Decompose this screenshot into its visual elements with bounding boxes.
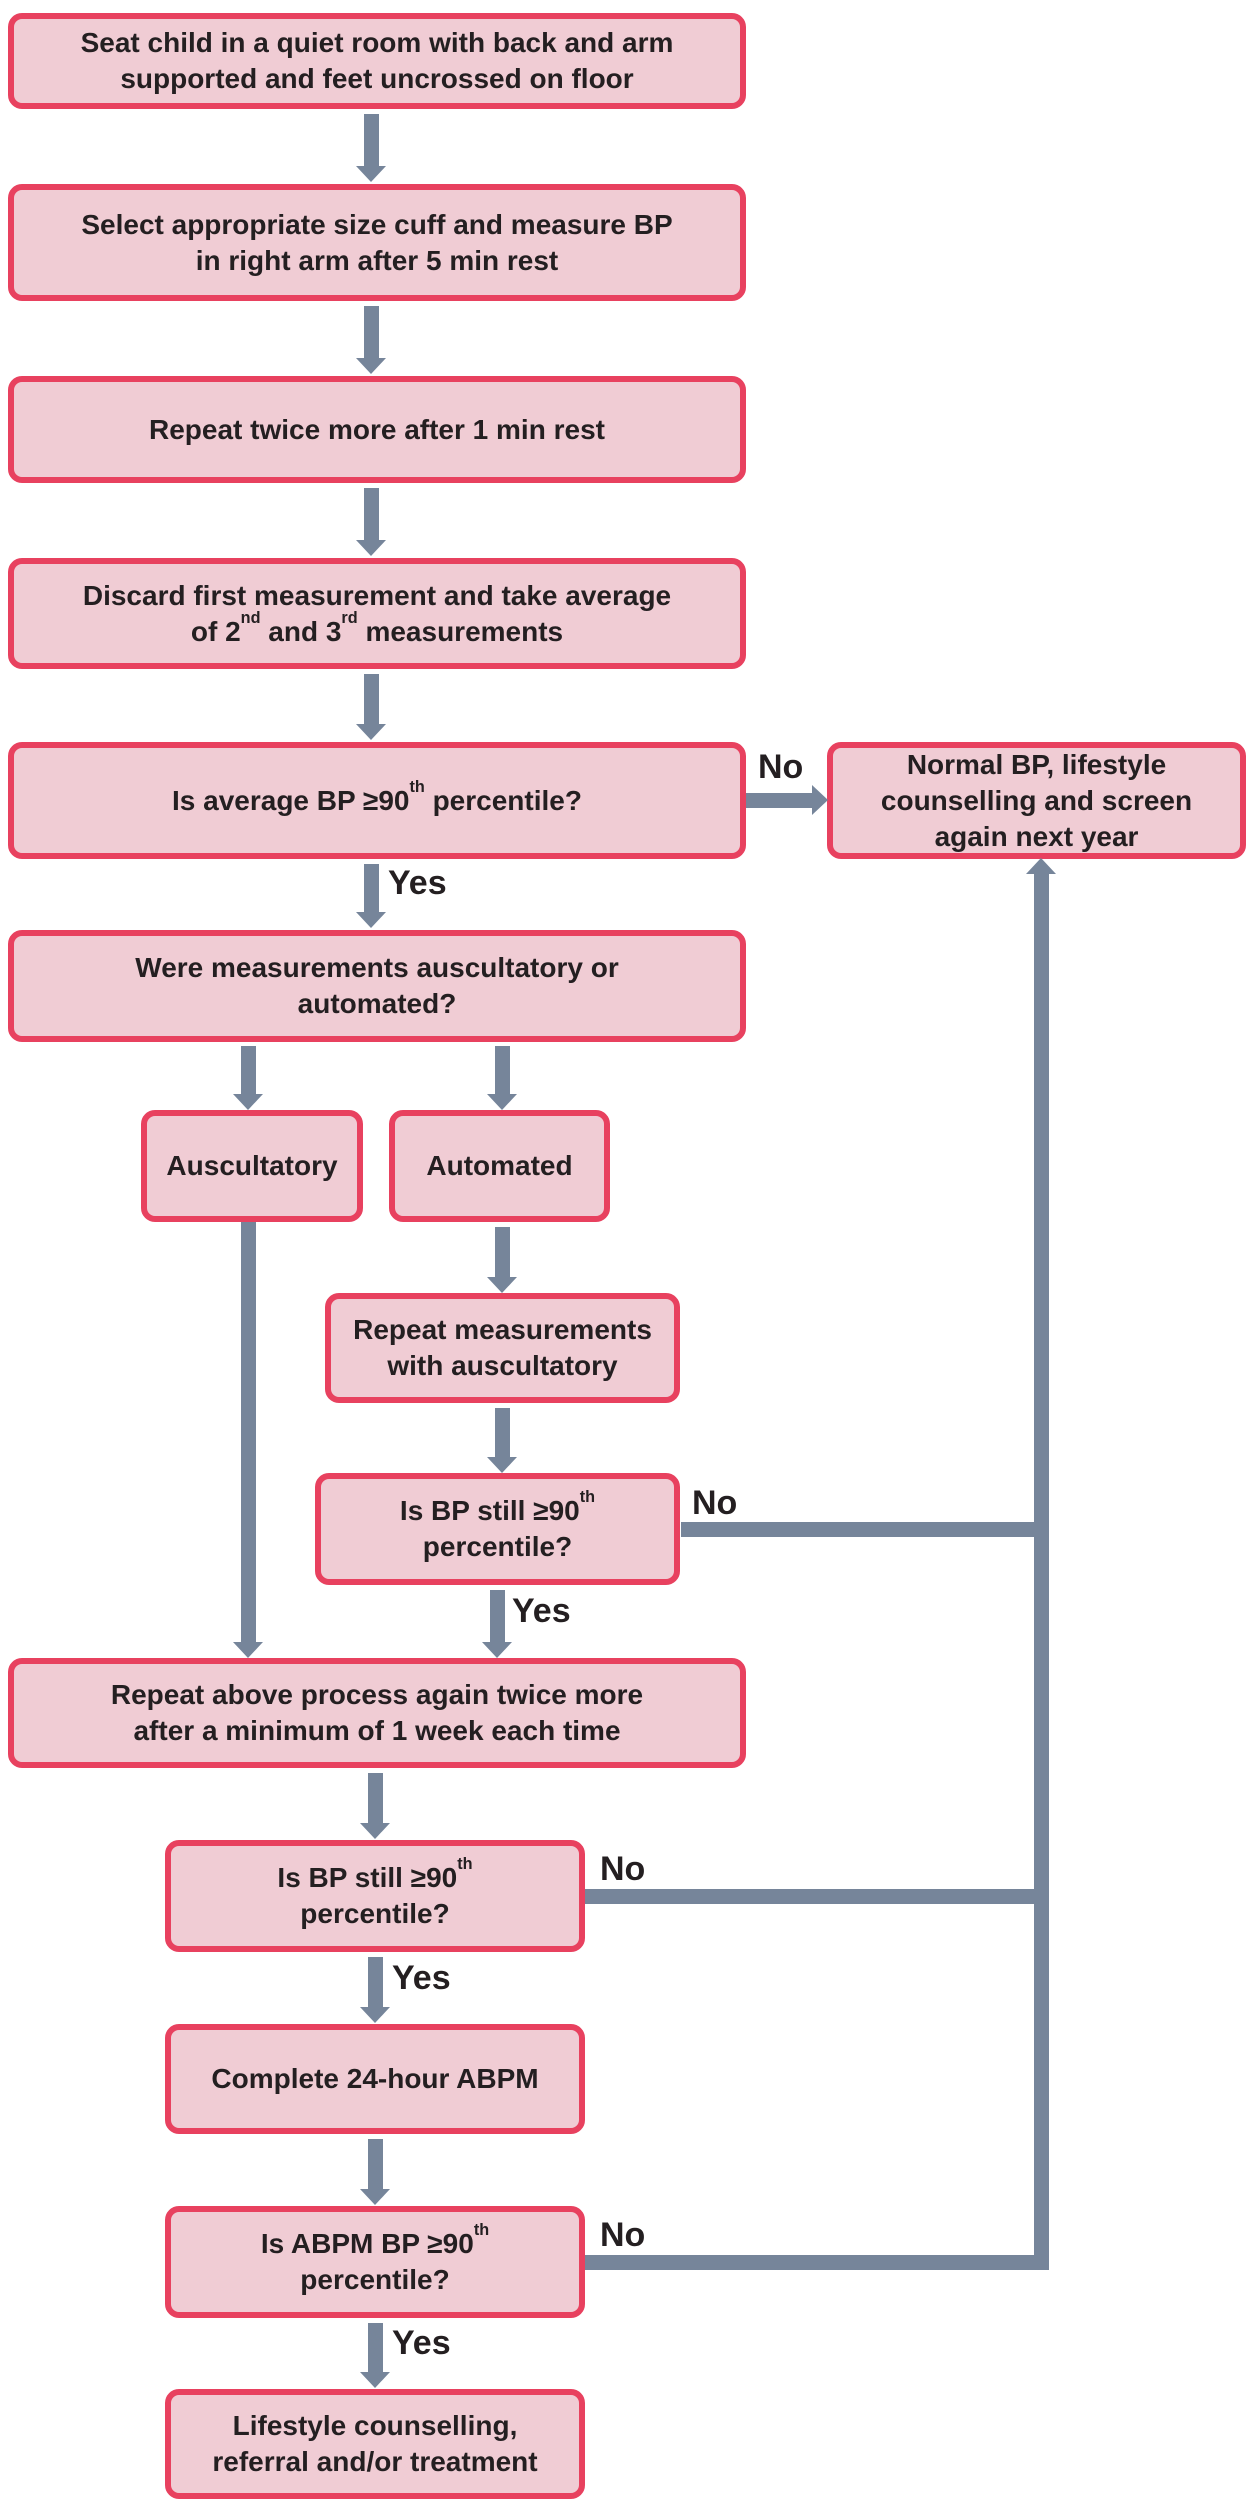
arrow-seat-to-cuff-head bbox=[356, 166, 386, 182]
line-no-abpm-question bbox=[585, 2255, 1049, 2270]
node-bp-still-90-question-1: Is BP still ≥90th percentile? bbox=[315, 1473, 680, 1585]
text-line: Automated bbox=[426, 1150, 573, 1181]
label-yes-bp-still-2: Yes bbox=[392, 1959, 451, 1997]
text-line: Repeat twice more after 1 min rest bbox=[149, 413, 605, 445]
node-average-bp-question: Is average BP ≥90th percentile? bbox=[8, 742, 746, 859]
superscript: nd bbox=[240, 608, 261, 627]
text-line: Is BP still ≥90th bbox=[399, 1488, 596, 1526]
line-no-collector bbox=[1034, 874, 1049, 2270]
arrow-cuff-to-repeat-head bbox=[356, 358, 386, 374]
text-line: Were measurements auscultatory or bbox=[135, 952, 619, 983]
arrowhead-collector-to-normal bbox=[1026, 858, 1056, 874]
text-line: Complete 24-hour ABPM bbox=[211, 2063, 539, 2094]
node-repeat-process: Repeat above process again twice more af… bbox=[8, 1658, 746, 1768]
text-line: Normal BP, lifestyle bbox=[906, 748, 1167, 780]
arrow-discard-to-average-head bbox=[356, 724, 386, 740]
arrow-cuff-to-repeat-shaft bbox=[364, 306, 379, 358]
text-line: Repeat above process again twice more bbox=[110, 1679, 644, 1710]
label-no-abpm-question: No bbox=[600, 2216, 646, 2254]
node-repeat-twice: Repeat twice more after 1 min rest bbox=[8, 376, 746, 483]
text-line: again next year bbox=[934, 820, 1139, 852]
text-line: with auscultatory bbox=[387, 1350, 618, 1381]
label-no-bp-still-1: No bbox=[692, 1484, 738, 1522]
node-discard-average: Discard first measurement and take avera… bbox=[8, 558, 746, 669]
text-line: Seat child in a quiet room with back and… bbox=[80, 27, 674, 58]
arrow-yes-bp-still-1-head bbox=[482, 1642, 512, 1658]
arrow-no-average-to-normal-shaft bbox=[746, 793, 812, 808]
superscript: th bbox=[579, 1488, 596, 1507]
label-no-bp-still-2: No bbox=[600, 1850, 646, 1888]
arrow-abpm-to-abpm-question-shaft bbox=[368, 2139, 383, 2189]
text-line: Is average BP ≥90th percentile? bbox=[172, 777, 582, 816]
arrow-repeat-ausc-to-bp-still-1-shaft bbox=[495, 1408, 510, 1457]
arrow-yes-bp-still-2-shaft bbox=[368, 1957, 383, 2007]
node-complete-abpm: Complete 24-hour ABPM bbox=[165, 2024, 585, 2134]
node-auscultatory-or-automated: Were measurements auscultatory or automa… bbox=[8, 930, 746, 1042]
arrow-seat-to-cuff-shaft bbox=[364, 114, 379, 166]
arrow-abpm-to-abpm-question-head bbox=[360, 2189, 390, 2205]
arrow-repeat-to-discard-shaft bbox=[364, 488, 379, 540]
text-line: of 2nd and 3rd measurements bbox=[190, 608, 564, 647]
arrow-yes-abpm-question-shaft bbox=[368, 2323, 383, 2372]
superscript: th bbox=[409, 777, 425, 796]
label-no-average: No bbox=[758, 748, 804, 786]
arrow-yes-bp-still-1-shaft bbox=[490, 1590, 505, 1642]
arrow-method-to-automated-head bbox=[487, 1094, 517, 1110]
text-line: after a minimum of 1 week each time bbox=[133, 1715, 621, 1746]
text-line: in right arm after 5 min rest bbox=[195, 244, 559, 276]
arrow-yes-abpm-question-head bbox=[360, 2372, 390, 2388]
node-abpm-90-question: Is ABPM BP ≥90th percentile? bbox=[165, 2206, 585, 2318]
text-line: automated? bbox=[297, 988, 457, 1019]
label-yes-bp-still-1: Yes bbox=[512, 1592, 571, 1630]
line-no-bp-still-1 bbox=[681, 1522, 1049, 1537]
text-line: percentile? bbox=[422, 1531, 573, 1562]
arrow-auscultatory-to-repeat-process-head bbox=[233, 1642, 263, 1658]
label-yes-average: Yes bbox=[388, 864, 447, 902]
arrow-method-to-automated-shaft bbox=[495, 1046, 510, 1094]
superscript: rd bbox=[341, 608, 358, 627]
superscript: th bbox=[473, 2221, 490, 2240]
arrow-method-to-auscultatory-shaft bbox=[241, 1046, 256, 1094]
arrow-yes-average-to-method-shaft bbox=[364, 864, 379, 912]
arrow-yes-average-to-method-head bbox=[356, 912, 386, 928]
arrow-automated-to-repeat-ausc-shaft bbox=[495, 1227, 510, 1277]
arrow-discard-to-average-shaft bbox=[364, 674, 379, 724]
node-normal-bp: Normal BP, lifestyle counselling and scr… bbox=[827, 742, 1246, 859]
node-lifestyle-counselling: Lifestyle counselling, referral and/or t… bbox=[165, 2389, 585, 2499]
node-repeat-auscultatory: Repeat measurements with auscultatory bbox=[325, 1293, 680, 1403]
text-line: Is BP still ≥90th bbox=[277, 1855, 473, 1893]
arrow-yes-bp-still-2-head bbox=[360, 2007, 390, 2023]
text-line: referral and/or treatment bbox=[212, 2446, 538, 2477]
arrow-repeat-ausc-to-bp-still-1-head bbox=[487, 1457, 517, 1473]
text-line: supported and feet uncrossed on floor bbox=[120, 63, 634, 94]
arrow-repeat-process-to-bp-still-2-shaft bbox=[368, 1773, 383, 1823]
text-line: Discard first measurement and take avera… bbox=[82, 579, 672, 611]
label-yes-abpm-question: Yes bbox=[392, 2324, 451, 2362]
text-line: Auscultatory bbox=[166, 1150, 338, 1181]
text-line: Repeat measurements bbox=[353, 1314, 652, 1345]
text-line: Lifestyle counselling, bbox=[232, 2410, 518, 2441]
text-line: Is ABPM BP ≥90th bbox=[260, 2221, 490, 2259]
text-line: counselling and screen bbox=[880, 784, 1193, 816]
arrow-repeat-to-discard-head bbox=[356, 540, 386, 556]
node-automated: Automated bbox=[389, 1110, 610, 1222]
node-select-cuff: Select appropriate size cuff and measure… bbox=[8, 184, 746, 301]
arrow-method-to-auscultatory-head bbox=[233, 1094, 263, 1110]
arrow-auscultatory-to-repeat-process-shaft bbox=[241, 1222, 256, 1642]
node-auscultatory: Auscultatory bbox=[141, 1110, 363, 1222]
arrow-no-average-to-normal-head bbox=[812, 785, 828, 815]
text-line: percentile? bbox=[300, 1898, 450, 1929]
node-seat-child: Seat child in a quiet room with back and… bbox=[8, 13, 746, 109]
text-line: Select appropriate size cuff and measure… bbox=[81, 208, 673, 240]
arrow-automated-to-repeat-ausc-head bbox=[487, 1277, 517, 1293]
superscript: th bbox=[457, 1855, 473, 1874]
text-line: percentile? bbox=[300, 2264, 450, 2295]
node-bp-still-90-question-2: Is BP still ≥90th percentile? bbox=[165, 1840, 585, 1952]
line-no-bp-still-2 bbox=[585, 1889, 1049, 1904]
arrow-repeat-process-to-bp-still-2-head bbox=[360, 1823, 390, 1839]
